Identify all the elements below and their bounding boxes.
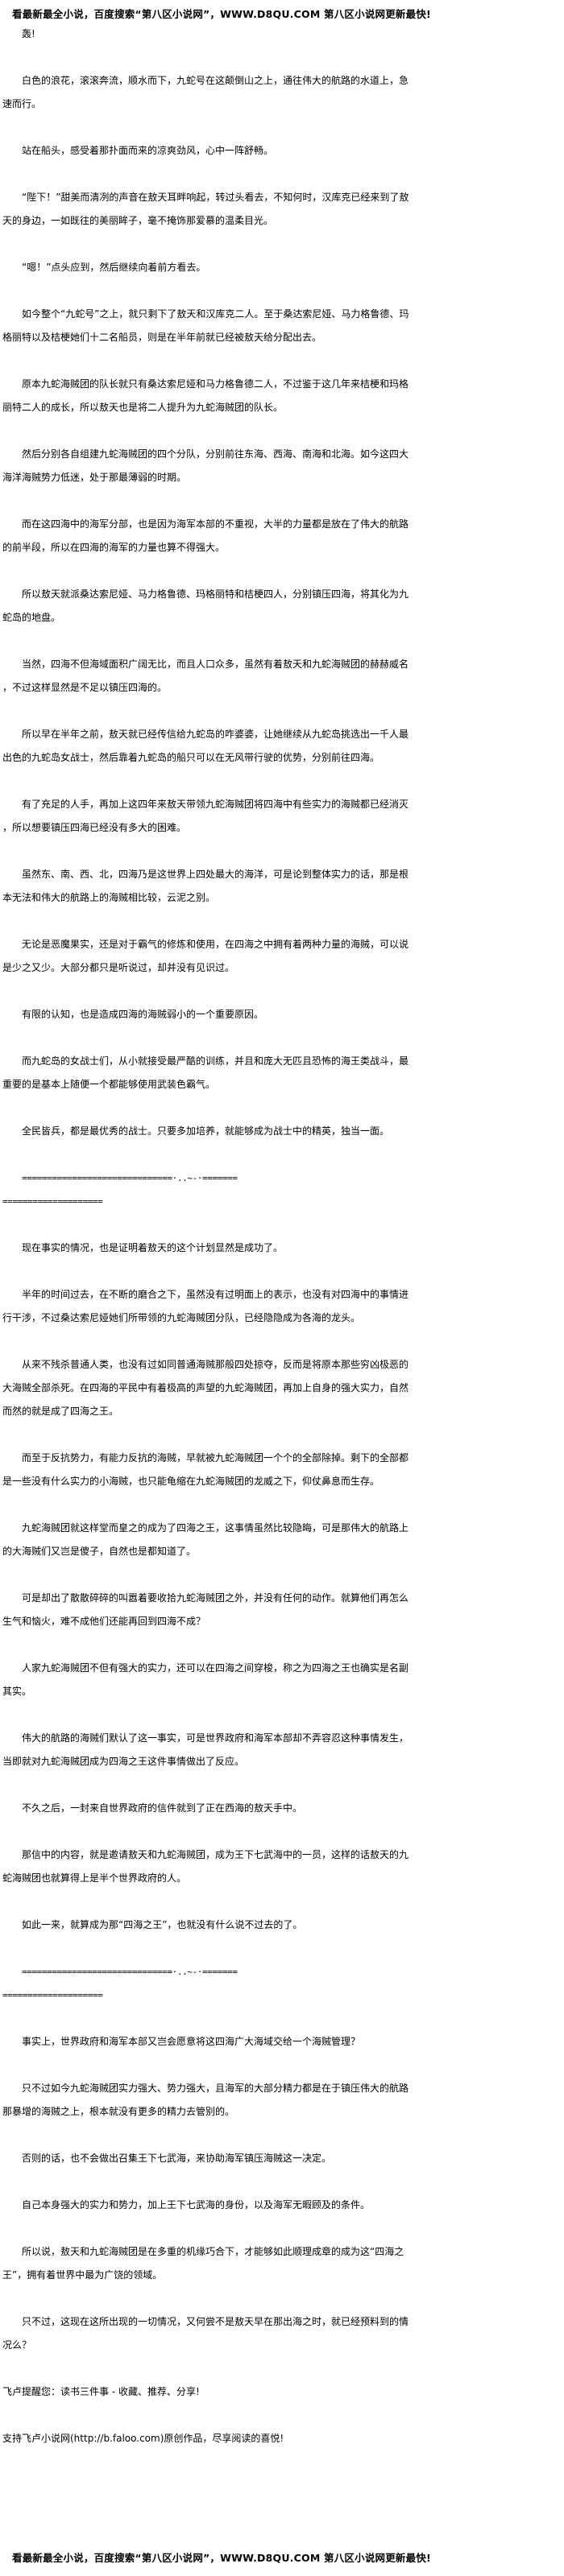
section-separator-line: ==================== — [2, 1196, 103, 1207]
site-banner-bottom: 看最新最全小说，百度搜索“第八区小说网”，WWW.D8QU.COM 第八区小说网… — [12, 2552, 431, 2564]
section-separator-line: ==================== — [2, 1990, 103, 2000]
paragraph: 无论是恶魔果实，还是对于霸气的修炼和使用，在四海之中拥有着两种力量的海贼，可以说… — [2, 939, 409, 973]
paragraph: 只不过，这现在这所出现的一切情况，又何尝不是敖天早在那出海之时，就已经预料到的情… — [2, 2316, 409, 2351]
paragraph: 九蛇海贼团就这样堂而皇之的成为了四海之王，这事情虽然比较隐晦，可是那伟大的航路上… — [2, 1522, 409, 1557]
paragraph: 伟大的航路的海贼们默认了这一事实，可是世界政府和海军本部却不弄容忍这种事情发生，… — [2, 1732, 409, 1767]
paragraph: 如今整个“九蛇号”之上，就只剩下了敖天和汉库克二人。至于桑达索尼娅、马力格鲁德、… — [2, 308, 409, 343]
paragraph: 自己本身强大的实力和势力，加上王下七武海的身份，以及海军无暇顾及的条件。 — [22, 2199, 371, 2211]
footer-note: 飞卢提醒您：读书三件事 - 收藏、推荐、分享! — [2, 2386, 200, 2397]
chapter-article: 轰! 白色的浪花，滚滚奔流，顺水而下，九蛇号在这颠倒山之上，通往伟大的航路的水道… — [2, 23, 410, 2474]
paragraph: 而在这四海中的海军分部，也是因为海军本部的不重视，大半的力量都是放在了伟大的航路… — [2, 518, 409, 553]
paragraph: 虽然东、南、西、北，四海乃是这世界上四处最大的海洋，可是论到整体实力的话，那是根… — [2, 869, 409, 903]
paragraph: 从来不残杀普通人类，也没有过如同普通海贼那般四处掠夺，反而是将原本那些穷凶极恶的… — [2, 1359, 409, 1417]
paragraph: 当然，四海不但海域面积广阔无比，而且人口众多，虽然有着敖天和九蛇海贼团的赫赫威名… — [2, 658, 409, 693]
paragraph: 然后分别各自组建九蛇海贼团的四个分队，分别前往东海、西海、南海和北海。如今这四大… — [2, 448, 409, 483]
paragraph: 所以早在半年之前，敖天就已经传信给九蛇岛的咋婆婆，让她继续从九蛇岛挑选出一千人最… — [2, 729, 409, 763]
paragraph: 而九蛇岛的女战士们，从小就接受最严酷的训练，并且和庞大无匹且恐怖的海王类战斗，最… — [2, 1055, 409, 1090]
paragraph: 原本九蛇海贼团的队长就只有桑达索尼娅和马力格鲁德二人，不过鉴于这几年来桔梗和玛格… — [2, 378, 409, 413]
paragraph: 只不过如今九蛇海贼团实力强大、势力强大，且海军的大部分精力都是在于镇压伟大的航路… — [2, 2083, 409, 2117]
paragraph: 有限的认知，也是造成四海的海贼弱小的一个重要原因。 — [22, 1009, 264, 1020]
paragraph: “嗯！”点头应到，然后继续向着前方看去。 — [22, 262, 206, 273]
site-banner-top: 看最新最全小说，百度搜索“第八区小说网”，WWW.D8QU.COM 第八区小说网… — [12, 8, 431, 20]
paragraph: 否则的话，也不会做出召集王下七武海，来协助海军镇压海贼这一决定。 — [22, 2153, 332, 2164]
paragraph: 现在事实的情况，也是证明着敖天的这个计划显然是成功了。 — [22, 1242, 284, 1253]
chapter-opening: 轰! — [22, 28, 35, 39]
paragraph: 站在船头，感受着那扑面而来的凉爽劲风，心中一阵舒畅。 — [22, 145, 274, 156]
paragraph: 白色的浪花，滚滚奔流，顺水而下，九蛇号在这颠倒山之上，通往伟大的航路的水道上，急… — [2, 75, 409, 109]
paragraph: 人家九蛇海贼团不但有强大的实力，还可以在四海之间穿梭，称之为四海之王也确实是名副… — [2, 1662, 409, 1697]
chapter-content: 白色的浪花，滚滚奔流，顺水而下，九蛇号在这颠倒山之上，通往伟大的航路的水道上，急… — [2, 69, 410, 2450]
paragraph: 有了充足的人手，再加上这四年来敖天带领九蛇海贼团将四海中有些实力的海贼都已经消灭… — [2, 799, 409, 833]
paragraph: 不久之后，一封来自世界政府的信件就到了正在西海的敖天手中。 — [22, 1802, 303, 1814]
section-separator-line: ==============================·..~-·====… — [22, 1967, 238, 1977]
paragraph: 所以敖天就派桑达索尼娅、马力格鲁德、玛格丽特和桔梗四人，分别镇压四海，将其化为九… — [2, 588, 409, 623]
section-separator-line: ==============================·..~-·====… — [22, 1173, 238, 1183]
footer-note: 支持飞卢小说网(http://b.faloo.com)原创作品，尽享阅读的喜悦! — [2, 2433, 284, 2444]
paragraph: 如此一来，就算成为那“四海之王”，也就没有什么说不过去的了。 — [22, 1919, 303, 1930]
paragraph: “陛下！”甜美而清冽的声音在敖天耳畔响起，转过头看去，不知何时，汉库克已经来到了… — [2, 192, 409, 226]
paragraph: 事实上，世界政府和海军本部又岂会愿意将这四海广大海域交给一个海贼管理？ — [22, 2036, 361, 2047]
paragraph: 而至于反抗势力，有能力反抗的海贼，早就被九蛇海贼团一个个的全部除掉。剩下的全部都… — [2, 1452, 409, 1487]
paragraph: 可是却出了散散碎碎的叫嚣着要收拾九蛇海贼团之外，并没有任何的动作。就算他们再怎么… — [2, 1592, 409, 1627]
paragraph: 所以说，敖天和九蛇海贼团是在多重的机缘巧合下，才能够如此顺理成章的成为这“四海之… — [2, 2246, 404, 2281]
paragraph: 全民皆兵，都是最优秀的战士。只要多加培养，就能够成为战士中的精英，独当一面。 — [22, 1125, 390, 1137]
paragraph: 那信中的内容，就是邀请敖天和九蛇海贼团，成为王下七武海中的一员，这样的话敖天的九… — [2, 1849, 409, 1884]
paragraph: 半年的时间过去，在不断的磨合之下，虽然没有过明面上的表示，也没有对四海中的事情进… — [2, 1289, 409, 1323]
